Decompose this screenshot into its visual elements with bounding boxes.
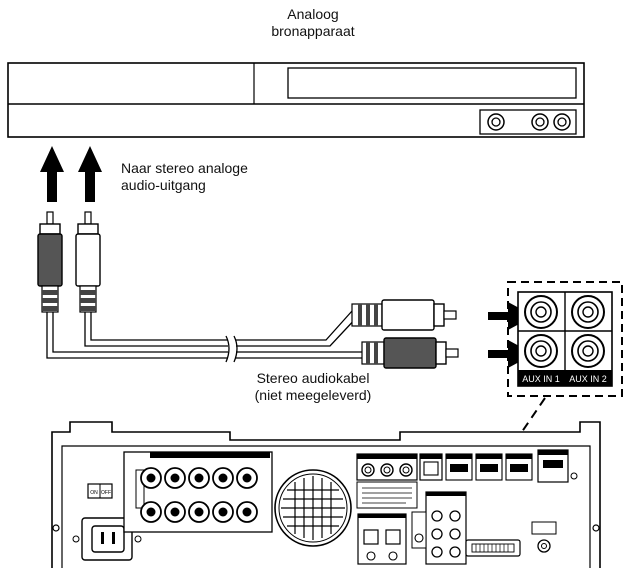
up-arrow-left xyxy=(40,146,64,202)
cable-note-line2: (niet meegeleverd) xyxy=(254,387,372,403)
digital-audio-inputs xyxy=(357,513,407,565)
power-on-label: ON xyxy=(90,490,98,496)
power-switch: ON OFF xyxy=(87,483,113,499)
speaker-knob-core xyxy=(194,507,204,517)
right-arrow-lower xyxy=(488,340,534,368)
antenna-jack xyxy=(531,521,557,553)
speaker-knob-core xyxy=(218,473,228,483)
speaker-knob-core xyxy=(242,473,252,483)
hdmi-ports xyxy=(445,449,578,483)
source-title-line1: Analoog xyxy=(287,6,339,22)
component-video-jacks xyxy=(356,453,418,509)
speaker-terminal-knobs xyxy=(140,467,258,523)
aux-input-panel: AUX IN 1 AUX IN 2 xyxy=(507,281,623,397)
cooling-fan xyxy=(274,469,352,547)
ac-inlet xyxy=(72,517,142,561)
aux-jack-2-left xyxy=(571,295,605,329)
aux-in-1-label: AUX IN 1 xyxy=(522,374,560,384)
source-device-title: Analoog bronapparaat xyxy=(213,6,413,40)
cable-note-line1: Stereo audiokabel xyxy=(256,370,370,386)
source-output-jacks xyxy=(479,109,577,135)
aux-jack-2-right xyxy=(571,334,605,368)
speaker-knob-core xyxy=(218,507,228,517)
power-off-label: OFF xyxy=(101,490,111,496)
multi-pin-connector xyxy=(465,539,521,557)
ethernet-port xyxy=(419,453,443,481)
aux-jack-1-right xyxy=(524,334,558,368)
right-arrow-upper xyxy=(488,302,534,330)
up-arrow-right xyxy=(78,146,102,202)
output-note-line2: audio-uitgang xyxy=(121,177,206,193)
source-device xyxy=(7,62,585,138)
output-note-line1: Naar stereo analoge xyxy=(121,160,248,176)
speaker-knob-core xyxy=(170,507,180,517)
audio-input-block xyxy=(411,491,467,565)
cable-note: Stereo audiokabel (niet meegeleverd) xyxy=(228,370,398,404)
cable-wires xyxy=(46,310,362,363)
aux-jack-1-left xyxy=(524,295,558,329)
output-note: Naar stereo analoge audio-uitgang xyxy=(121,160,321,194)
rca-plug-vertical-light xyxy=(75,211,101,313)
speaker-knob-core xyxy=(194,473,204,483)
rca-plug-horizontal-dark xyxy=(361,337,459,369)
rca-plug-vertical-dark xyxy=(37,211,63,313)
speaker-knob-core xyxy=(146,473,156,483)
source-title-line2: bronapparaat xyxy=(271,23,355,39)
speaker-knob-core xyxy=(242,507,252,517)
speaker-knob-core xyxy=(170,473,180,483)
receiver-rear-panel: ON OFF xyxy=(51,421,601,568)
aux-in-2-label: AUX IN 2 xyxy=(569,374,607,384)
speaker-knob-core xyxy=(146,507,156,517)
rca-plug-horizontal-light xyxy=(351,299,457,331)
